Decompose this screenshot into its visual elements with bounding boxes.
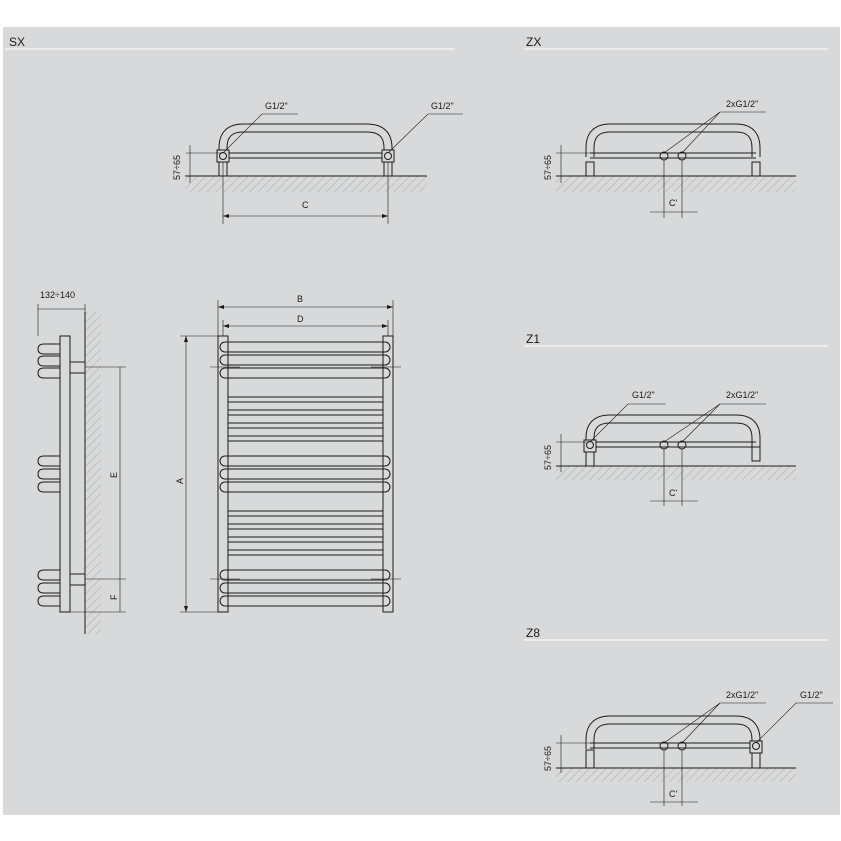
sx-top-view: G1/2" G1/2" 57÷65 C xyxy=(172,101,463,224)
label-g12-left: G1/2" xyxy=(265,101,288,111)
label-g12-right: G1/2" xyxy=(431,101,454,111)
label-g12-z1: G1/2" xyxy=(632,390,655,400)
label-E: E xyxy=(109,472,119,478)
section-header-zx: ZX xyxy=(524,35,828,50)
z1-top-view: G1/2" 2xG1/2" 57÷65 C' xyxy=(543,390,796,506)
label-depth: 132÷140 xyxy=(40,290,75,300)
svg-text:ZX: ZX xyxy=(526,35,541,49)
label-height-zx: 57÷65 xyxy=(543,155,553,180)
label-A: A xyxy=(175,478,185,484)
label-g12-z8: G1/2" xyxy=(800,690,823,700)
label-B: B xyxy=(297,294,303,304)
label-C-prime-zx: C' xyxy=(669,198,677,208)
label-2xg12-z1: 2xG1/2" xyxy=(726,390,758,400)
label-height-sx: 57÷65 xyxy=(172,155,182,180)
label-F: F xyxy=(109,594,119,600)
label-D: D xyxy=(297,314,304,324)
svg-text:Z8: Z8 xyxy=(526,626,540,640)
svg-text:SX: SX xyxy=(9,35,25,49)
section-header-z1: Z1 xyxy=(524,332,828,347)
z8-top-view: 2xG1/2" G1/2" 57÷65 C' xyxy=(543,690,833,806)
section-header-z8: Z8 xyxy=(524,626,828,641)
front-view: B D A xyxy=(175,294,401,613)
svg-text:Z1: Z1 xyxy=(526,332,540,346)
label-2xg12-zx: 2xG1/2" xyxy=(726,99,758,109)
section-header-sx: SX xyxy=(5,35,455,50)
label-height-z8: 57÷65 xyxy=(543,746,553,771)
label-C-prime-z1: C' xyxy=(669,488,677,498)
zx-top-view: 2xG1/2" 57÷65 C' xyxy=(543,99,796,218)
label-C: C xyxy=(302,200,309,210)
label-C-prime-z8: C' xyxy=(669,789,677,799)
label-height-z1: 57÷65 xyxy=(543,445,553,470)
side-view: 132÷140 E F xyxy=(37,290,126,634)
label-2xg12-z8: 2xG1/2" xyxy=(726,690,758,700)
